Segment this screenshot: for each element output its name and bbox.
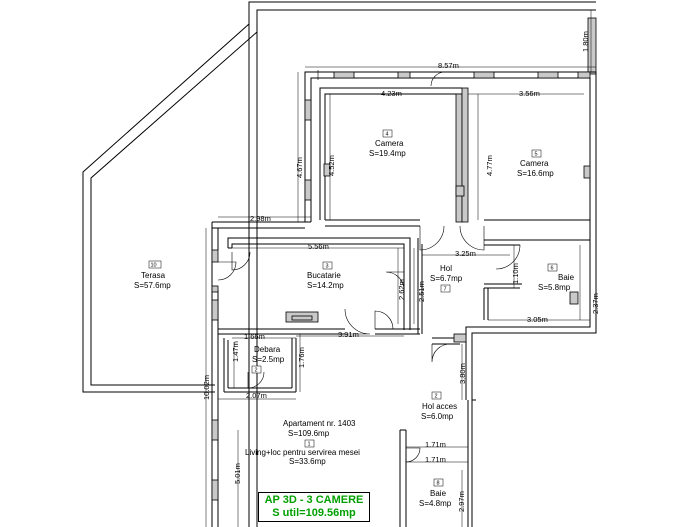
windows bbox=[211, 71, 591, 501]
dim-4-77: 4.77m bbox=[485, 155, 494, 176]
dim-3-91: 3.91m bbox=[338, 330, 359, 339]
dim-1-71-a: 1.71m bbox=[425, 440, 446, 449]
summary-area: S util=109.56mp bbox=[272, 507, 356, 519]
interior-walls bbox=[218, 87, 590, 527]
dim-3-80: 3.80m bbox=[458, 363, 467, 384]
summary-type: AP 3D - 3 CAMERE bbox=[264, 494, 364, 506]
dim-1-10: 1.10m bbox=[511, 263, 520, 284]
room-hol-acces-name: Hol acces bbox=[422, 402, 457, 411]
room-6-name: Baie bbox=[558, 273, 575, 282]
room-1-name: Living+loc pentru servirea mesei bbox=[245, 448, 360, 457]
terrace-outline bbox=[82, 1, 597, 527]
room-3-area: S=14.2mp bbox=[307, 281, 344, 290]
dim-5-56: 5.56m bbox=[308, 242, 329, 251]
room-3-number: 3 bbox=[326, 264, 329, 270]
room-5-number: 5 bbox=[535, 152, 538, 158]
room-8-number: 8 bbox=[437, 481, 440, 487]
room-5-area: S=16.6mp bbox=[517, 169, 554, 178]
room-6-number: 6 bbox=[551, 266, 554, 272]
room-2-number: 2 bbox=[255, 368, 258, 374]
apartment-summary-box: AP 3D - 3 CAMERE S util=109.56mp bbox=[258, 492, 370, 522]
dim-4-23: 4.23m bbox=[381, 89, 402, 98]
room-hol-acces-number: 2 bbox=[435, 394, 438, 400]
room-labels: 4 Camera S=19.4mp 5 Camera S=16.6mp 3 Bu… bbox=[134, 129, 575, 508]
room-6-area: S=5.8mp bbox=[538, 283, 571, 292]
room-3-name: Bucatarie bbox=[307, 271, 341, 280]
dim-3-05: 3.05m bbox=[527, 315, 548, 324]
dim-2-97: 2.97m bbox=[457, 491, 466, 512]
room-10-area: S=57.6mp bbox=[134, 281, 171, 290]
room-7-area: S=6.7mp bbox=[430, 274, 463, 283]
room-1-area: S=33.6mp bbox=[289, 457, 326, 466]
dim-4-52: 4.52m bbox=[327, 155, 336, 176]
dim-1-71-b: 1.71m bbox=[425, 455, 446, 464]
room-4-area: S=19.4mp bbox=[369, 149, 406, 158]
room-10-number: 10 bbox=[151, 263, 157, 269]
dim-10-02: 10.02m bbox=[202, 375, 211, 400]
dim-1-66: 1.66m bbox=[244, 332, 265, 341]
room-8-area: S=4.8mp bbox=[419, 499, 452, 508]
dimension-lines bbox=[205, 10, 596, 527]
room-2-name: Debara bbox=[254, 345, 281, 354]
room-8-name: Baie bbox=[430, 489, 447, 498]
dim-4-67: 4.67m bbox=[295, 157, 304, 178]
room-2-area: S=2.5mp bbox=[252, 355, 285, 364]
dim-3-25: 3.25m bbox=[455, 249, 476, 258]
room-5-name: Camera bbox=[520, 159, 549, 168]
room-1-number: 1 bbox=[308, 442, 311, 448]
apartment-title: Apartament nr. 1403 bbox=[283, 419, 356, 428]
dim-1-80: 1.80m bbox=[581, 31, 590, 52]
dim-2-98: 2.98m bbox=[250, 214, 271, 223]
dim-2-51: 2.51m bbox=[417, 281, 426, 302]
dim-2-62: 2.62m bbox=[397, 279, 406, 300]
room-10-name: Terasa bbox=[141, 271, 166, 280]
room-hol-acces-area: S=6.0mp bbox=[421, 412, 454, 421]
dim-2-07: 2.07m bbox=[246, 391, 267, 400]
room-4-number: 4 bbox=[386, 132, 389, 138]
dim-2-37: 2.37m bbox=[591, 293, 600, 314]
apartment-area: S=109.6mp bbox=[288, 429, 330, 438]
dim-8-57: 8.57m bbox=[438, 61, 459, 70]
dimension-labels: 8.57m 1.80m 4.23m 3.56m 4.67m 4.52m 4.77… bbox=[202, 31, 600, 512]
dim-1-76: 1.76m bbox=[297, 347, 306, 368]
room-4-name: Camera bbox=[375, 139, 404, 148]
dim-3-56: 3.56m bbox=[519, 89, 540, 98]
room-7-number: 7 bbox=[444, 287, 447, 293]
dim-1-47: 1.47m bbox=[231, 341, 240, 362]
room-7-name: Hol bbox=[440, 264, 452, 273]
doors bbox=[217, 70, 521, 463]
dim-5-01: 5.01m bbox=[233, 463, 242, 484]
